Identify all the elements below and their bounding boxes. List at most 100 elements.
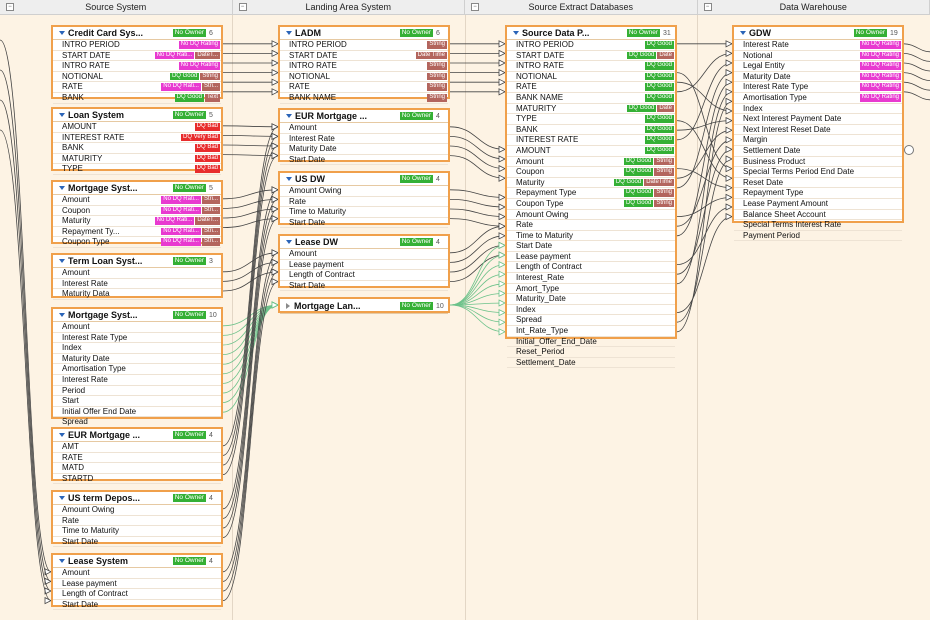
field-row[interactable]: Length of Contract	[53, 589, 221, 600]
field-row[interactable]: Rate	[53, 516, 221, 527]
field-row[interactable]: Start Date	[53, 600, 221, 611]
field-row[interactable]: Payment Period	[734, 231, 902, 242]
field-row[interactable]: Settlement_Date	[507, 358, 675, 369]
field-row[interactable]: Lease payment	[53, 579, 221, 590]
owner-badge[interactable]: No Owner	[399, 29, 433, 37]
field-row[interactable]: Lease payment	[507, 252, 675, 263]
field-row[interactable]: Amortisation Type	[53, 364, 221, 375]
field-row[interactable]: Maturity Data	[53, 289, 221, 300]
field-row[interactable]: Maturity_Date	[507, 294, 675, 305]
field-row[interactable]: Amount	[53, 322, 221, 333]
triangle-down-icon[interactable]	[59, 259, 65, 263]
collapse-icon[interactable]: −	[6, 3, 14, 11]
owner-badge[interactable]: No Owner	[853, 29, 887, 37]
field-row[interactable]: Length of Contract	[280, 270, 448, 281]
field-row[interactable]: Settlement Date	[734, 146, 902, 157]
lane-landing-area-system[interactable]: −Landing Area System	[233, 0, 465, 14]
owner-badge[interactable]: No Owner	[399, 112, 433, 120]
field-row[interactable]: Start Date	[53, 537, 221, 548]
overflow-node-icon[interactable]	[904, 145, 914, 155]
owner-badge[interactable]: No Owner	[172, 557, 206, 565]
lane-source-system[interactable]: −Source System	[0, 0, 233, 14]
field-row[interactable]: Special Terms Period End Date	[734, 167, 902, 178]
owner-badge[interactable]: No Owner	[172, 184, 206, 192]
triangle-down-icon[interactable]	[59, 433, 65, 437]
field-row[interactable]: Repayment Ty...No DQ Rati...Stri...	[53, 227, 221, 238]
field-row[interactable]: Period	[53, 386, 221, 397]
field-row[interactable]: Initial_Offer_End_Date	[507, 337, 675, 348]
field-row[interactable]: Special Terms Interest Rate	[734, 220, 902, 231]
collapse-icon[interactable]: −	[238, 3, 247, 11]
triangle-down-icon[interactable]	[59, 496, 65, 500]
field-row[interactable]: Interest_Rate	[507, 273, 675, 284]
field-row[interactable]: Amort_Type	[507, 284, 675, 295]
field-row[interactable]: Time to Maturity	[53, 526, 221, 537]
owner-badge[interactable]: No Owner	[399, 238, 433, 246]
owner-badge[interactable]: No Owner	[172, 257, 206, 265]
field-row[interactable]: Lease payment	[280, 260, 448, 271]
triangle-down-icon[interactable]	[513, 31, 519, 35]
field-row[interactable]: Balance Sheet Account	[734, 210, 902, 221]
field-row[interactable]: Amount Owing	[507, 210, 675, 221]
triangle-down-icon[interactable]	[59, 31, 65, 35]
field-row[interactable]: Rate	[280, 197, 448, 208]
field-row[interactable]: Amount Owing	[53, 505, 221, 516]
field-row[interactable]: Length of Contract	[507, 262, 675, 274]
field-row[interactable]: STARTD	[53, 474, 221, 485]
owner-badge[interactable]: No Owner	[172, 111, 206, 119]
lane-data-warehouse[interactable]: −Data Warehouse	[698, 0, 930, 14]
field-row[interactable]: Start Date	[507, 241, 675, 252]
field-row[interactable]: Amount Owing	[280, 186, 448, 197]
owner-badge[interactable]: No Owner	[172, 494, 206, 502]
field-row[interactable]: Maturity Date	[280, 144, 448, 155]
field-row[interactable]: Index	[53, 343, 221, 354]
field-row[interactable]: Maturity Date	[53, 354, 221, 365]
field-row[interactable]: Interest Rate	[280, 134, 448, 145]
owner-badge[interactable]: No Owner	[399, 175, 433, 183]
field-row[interactable]: AMT	[53, 442, 221, 453]
field-row[interactable]: Start Date	[280, 281, 448, 292]
field-row[interactable]: Time to Maturity	[280, 207, 448, 218]
field-row[interactable]: Next Interest Payment Date	[734, 114, 902, 125]
field-row[interactable]: Start Date	[280, 155, 448, 166]
